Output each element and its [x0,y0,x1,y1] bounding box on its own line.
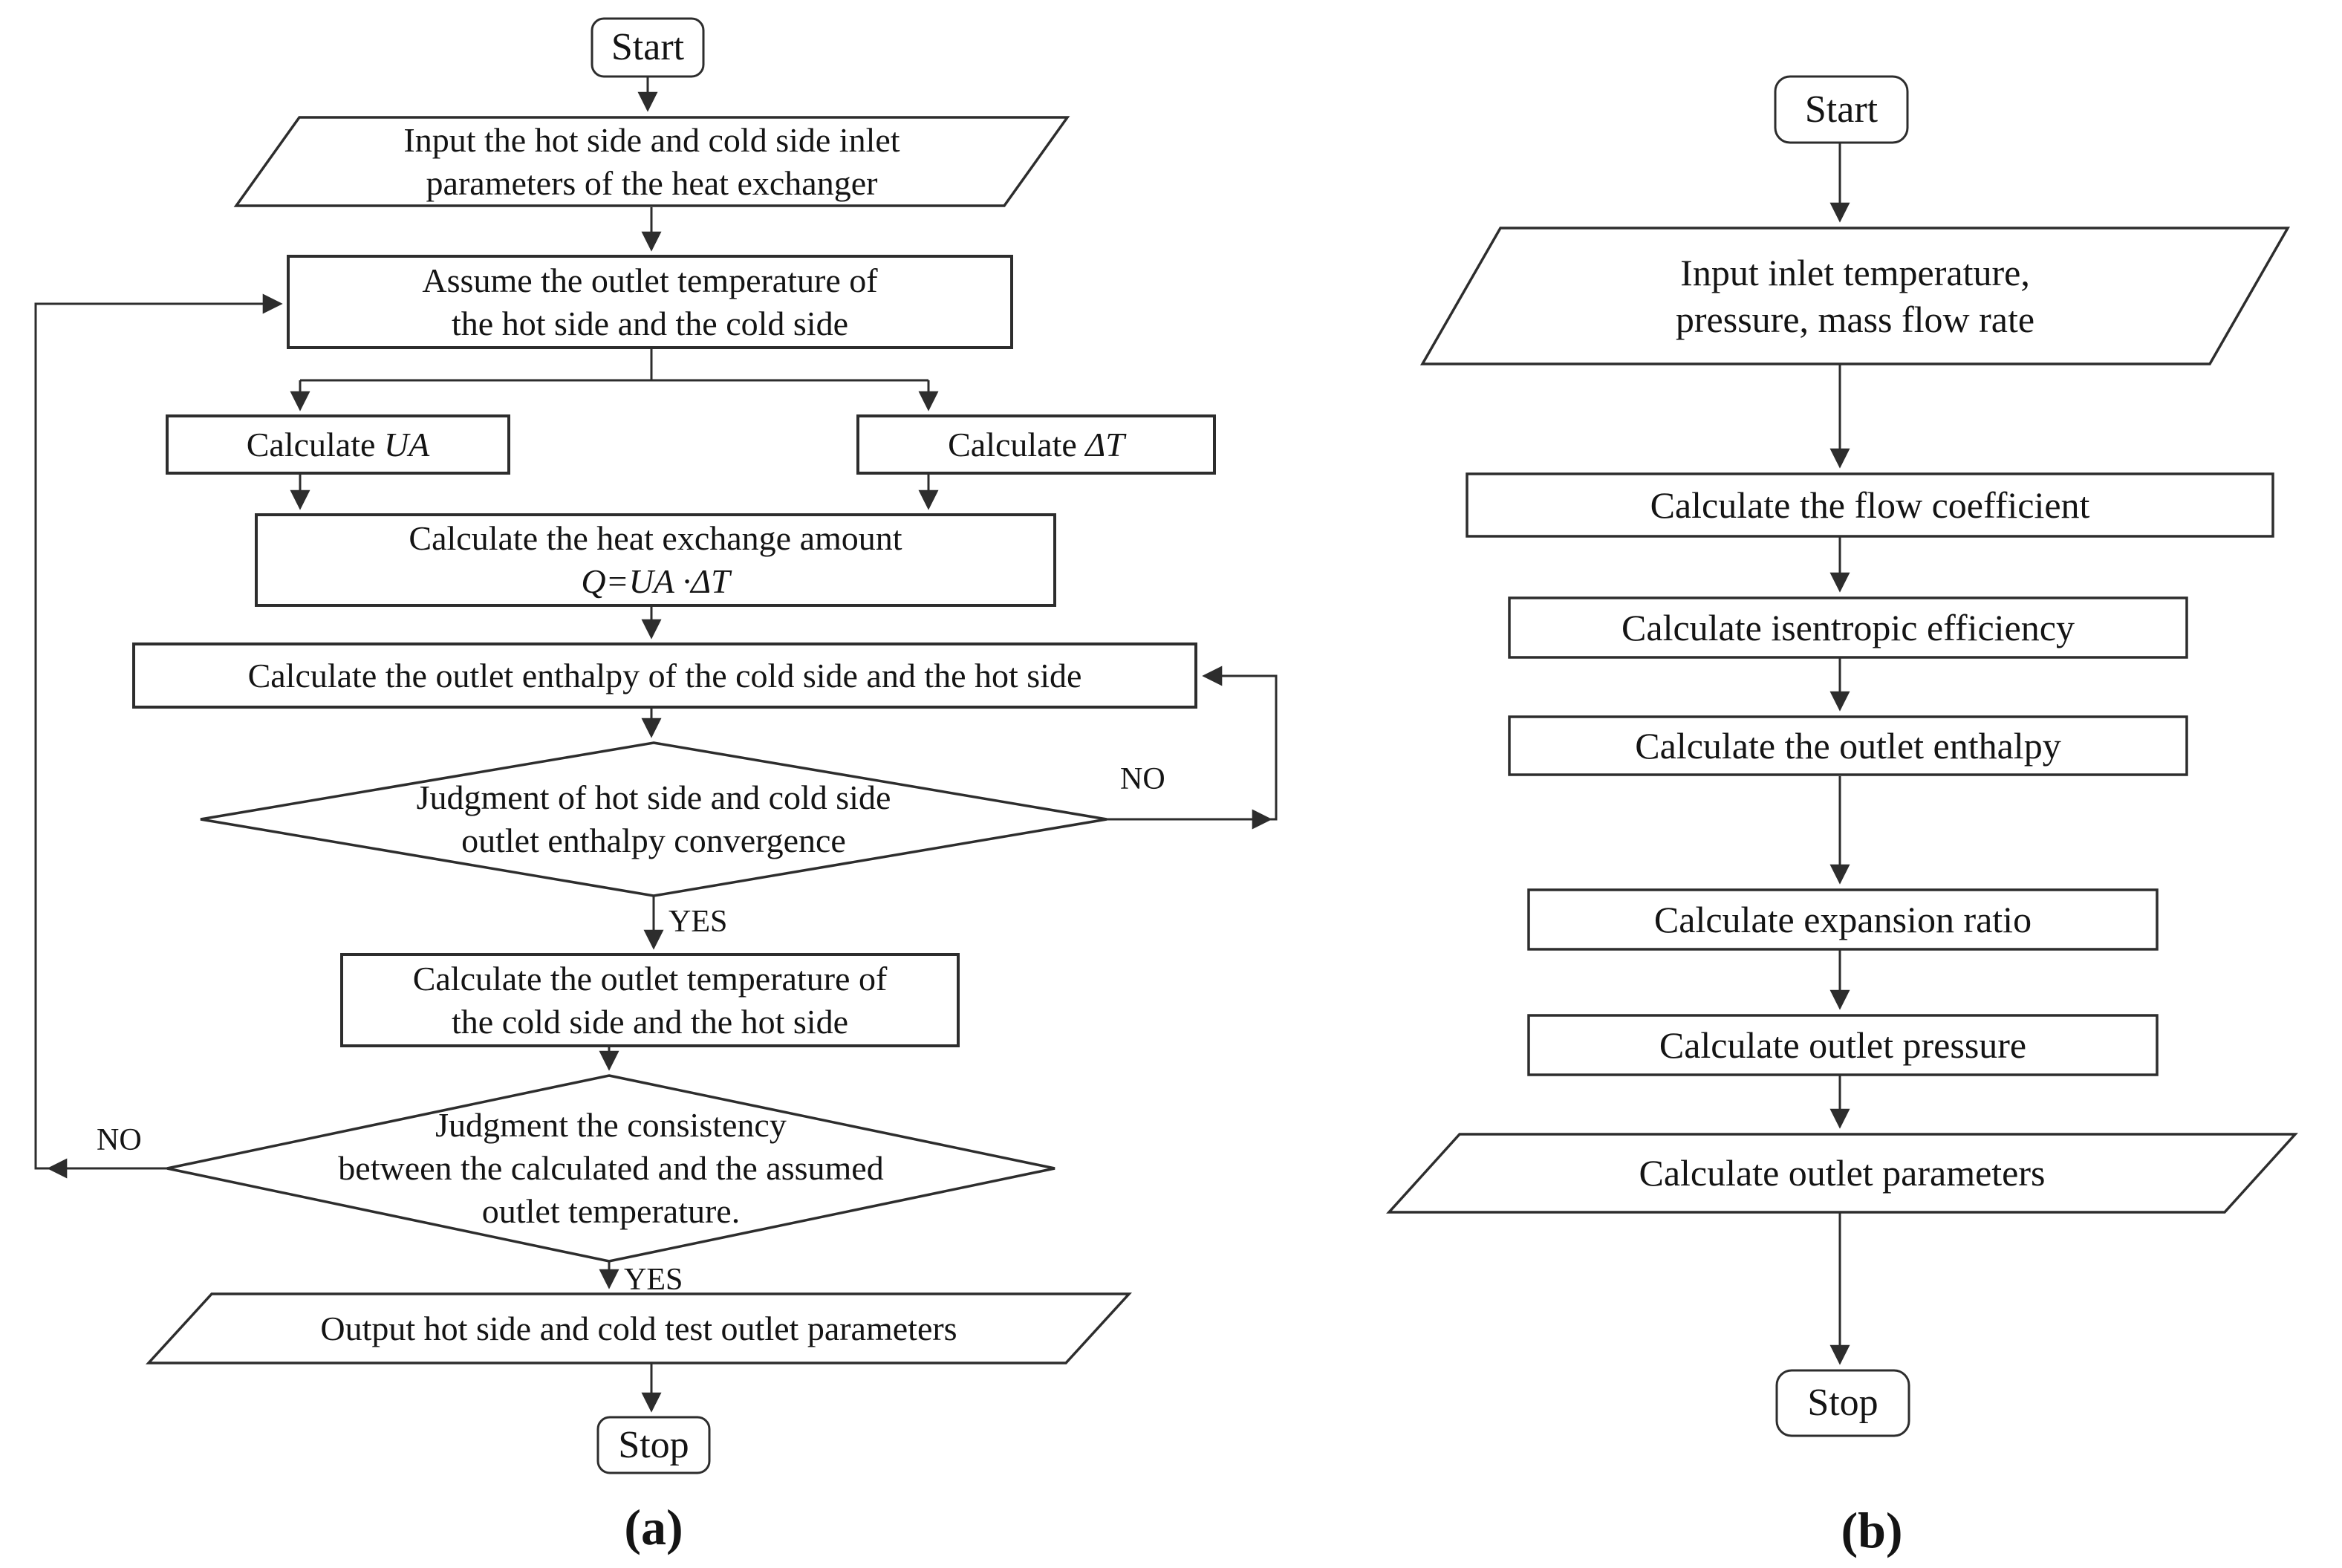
judge2-diamond-shape [166,1074,1055,1263]
start-a-shape [591,17,705,78]
edge-judge1-no-loop [1107,666,1278,821]
outlet-enthalpy-b-box-shape [1508,715,2188,776]
isentropic-box-shape [1508,596,2188,659]
expansion-ratio-box-shape [1527,888,2159,951]
edge-judge2-no-loop [34,293,283,1170]
stop-a-shape [596,1416,711,1474]
shapes-panel-a [132,17,1216,1474]
calc-ua-box-shape [166,414,510,475]
judge1-diamond-shape [200,741,1107,897]
flow-coefficient-box-shape [1466,472,2274,538]
stop-b-shape [1775,1369,1910,1437]
start-b-shape [1774,75,1909,144]
input-parallelogram-a-shape [233,116,1070,207]
calc-dt-box-shape [856,414,1216,475]
heat-box-shape [255,513,1056,607]
enthalpy-box-shape [132,643,1197,709]
outtemp-box-shape [340,953,960,1047]
output-parallelogram-b-shape [1386,1133,2298,1214]
shapes-panel-b [1386,75,2298,1437]
assume-box-shape [287,255,1013,349]
input-parallelogram-b-shape [1419,227,2291,365]
outlet-pressure-box-shape [1527,1014,2159,1076]
output-parallelogram-a-shape [146,1292,1132,1364]
connectors-panel-a [34,77,1278,1413]
